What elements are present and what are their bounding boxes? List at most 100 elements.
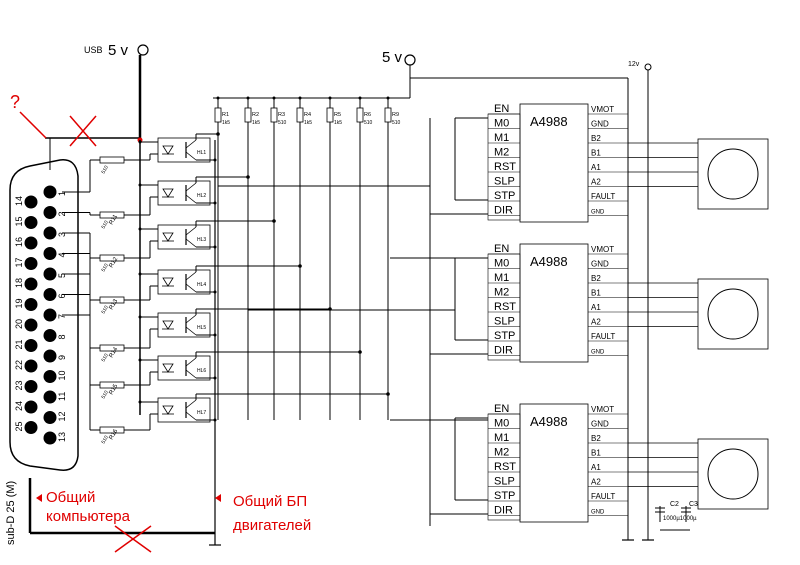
motor-2: [697, 278, 769, 350]
driver-2-pin-en: EN: [494, 243, 509, 255]
driver-modules: A4988ENM0M1M2RSTSLPSTPDIRVMOTGNDB2B1A1A2…: [218, 103, 769, 526]
driver-title-2: A4988: [530, 254, 568, 269]
pin-8: [43, 329, 57, 342]
driver-1-pin-m1: M1: [494, 132, 509, 144]
pin-label-12: 12: [57, 411, 67, 421]
motor-power-symbol: 12v: [628, 61, 652, 540]
driver-1-out-vmot-0: VMOT: [591, 105, 614, 114]
pullup-resistor-value-r9: 510: [392, 120, 401, 126]
pin-label-3: 3: [57, 232, 67, 237]
pin-label-6: 6: [57, 293, 67, 298]
capacitor-c3: C3: [689, 501, 698, 508]
driver-1-out-fault-6: FAULT: [591, 192, 615, 201]
pin-25: [24, 421, 38, 434]
optocoupler-hl3: HL3: [138, 219, 276, 250]
pin-3: [43, 226, 57, 240]
pullup-resistor-name-r9: R9: [392, 112, 399, 118]
pin-label-19: 19: [14, 298, 24, 308]
pin-label-14: 14: [14, 196, 24, 206]
driver-3-pin-dir: DIR: [494, 505, 513, 517]
driver-2-pin-m0: M0: [494, 258, 509, 270]
pullup-resistor-name-r4: R4: [304, 112, 311, 118]
capacitors: C2 C3 1000µ1000µ: [655, 501, 698, 522]
driver-title-1: A4988: [530, 114, 568, 129]
driver-1-pin-rst: RST: [494, 161, 516, 173]
optocoupler-hl4: HL4: [138, 264, 302, 295]
input-resistor-value-2: 510: [101, 220, 110, 230]
pin-label-21: 21: [14, 339, 24, 349]
input-resistor-1: 510: [62, 154, 151, 193]
pc-ground-line1: Общий: [46, 489, 95, 506]
pin-label-4: 4: [57, 252, 67, 257]
logic-power-symbol: 5 v: [213, 49, 629, 540]
driver-1-out-gnd-1: GND: [591, 120, 609, 129]
optocoupler-label-hl5: HL5: [197, 325, 206, 331]
driver-2-pin-dir: DIR: [494, 345, 513, 357]
pullup-resistor-value-r4: 1k5: [304, 120, 312, 126]
pin-18: [24, 277, 38, 291]
pin-7: [43, 308, 57, 322]
pin-label-16: 16: [14, 237, 24, 247]
driver-3-pin-stp: STP: [494, 490, 515, 502]
pullup-resistor-value-r2: 1k5: [252, 120, 260, 126]
driver-2-pin-stp: STP: [494, 330, 515, 342]
driver-1-out-a1-4: A1: [591, 163, 601, 172]
ground-rails: [28, 140, 690, 546]
optocoupler-hl7: HL7: [138, 392, 390, 423]
optocoupler-label-hl4: HL4: [197, 282, 206, 288]
driver-3-pin-m1: M1: [494, 432, 509, 444]
driver-2-pin-m1: M1: [494, 272, 509, 284]
driver-3-out-vmot-0: VMOT: [591, 405, 614, 414]
input-resistor-value-6: 510: [101, 390, 110, 400]
pin-6: [43, 288, 57, 301]
motor-2-rotor: [707, 288, 759, 340]
pin-label-5: 5: [57, 273, 67, 278]
driver-2-out-a2-5: A2: [591, 318, 601, 327]
motor-voltage: 12v: [628, 61, 640, 68]
pin-15: [24, 216, 38, 229]
pin-label-24: 24: [14, 401, 24, 411]
ground-labels: Общий компьютера Общий БП двигателей: [46, 489, 311, 534]
pullup-resistor-value-r5: 1k5: [334, 120, 342, 126]
pin-label-17: 17: [14, 257, 24, 267]
optocoupler-label-hl2: HL2: [197, 193, 206, 199]
pullup-resistor-value-r1: 1k5: [222, 120, 230, 126]
pin-label-10: 10: [57, 370, 67, 380]
optocoupler-hl2: HL2: [138, 175, 250, 206]
driver-3-pin-en: EN: [494, 403, 509, 415]
pin-17: [24, 257, 38, 270]
logic-voltage: 5 v: [382, 49, 403, 66]
pin-label-8: 8: [57, 334, 67, 339]
driver-3-pin-m2: M2: [494, 447, 509, 459]
pullup-resistor-name-r6: R6: [364, 112, 371, 118]
driver-2-pin-rst: RST: [494, 301, 516, 313]
input-resistor-name-7: R16: [109, 428, 120, 441]
connector-name: sub-D 25 (M): [5, 481, 17, 545]
driver-1-pin-slp: SLP: [494, 176, 515, 188]
driver-3-out-gnd-1: GND: [591, 420, 609, 429]
optocoupler-hl6: HL6: [138, 350, 362, 381]
input-resistor-value-1: 510: [101, 165, 110, 175]
optocoupler-label-hl6: HL6: [197, 368, 206, 374]
driver-1-pin-stp: STP: [494, 190, 515, 202]
pc-ground-line2: компьютера: [46, 508, 131, 525]
pin-5: [43, 267, 57, 281]
pullup-resistor-name-r1: R1: [222, 112, 229, 118]
psu-ground-line1: Общий БП: [233, 493, 307, 510]
psu-ground-line2: двигателей: [233, 517, 311, 534]
driver-3-pin-slp: SLP: [494, 476, 515, 488]
driver-2: A4988ENM0M1M2RSTSLPSTPDIRVMOTGNDB2B1A1A2…: [430, 243, 769, 363]
input-resistor-name-2: R11: [109, 213, 120, 226]
pin-label-20: 20: [14, 319, 24, 329]
driver-1-out-b1-3: B1: [591, 149, 601, 158]
pin-label-1: 1: [57, 191, 67, 196]
